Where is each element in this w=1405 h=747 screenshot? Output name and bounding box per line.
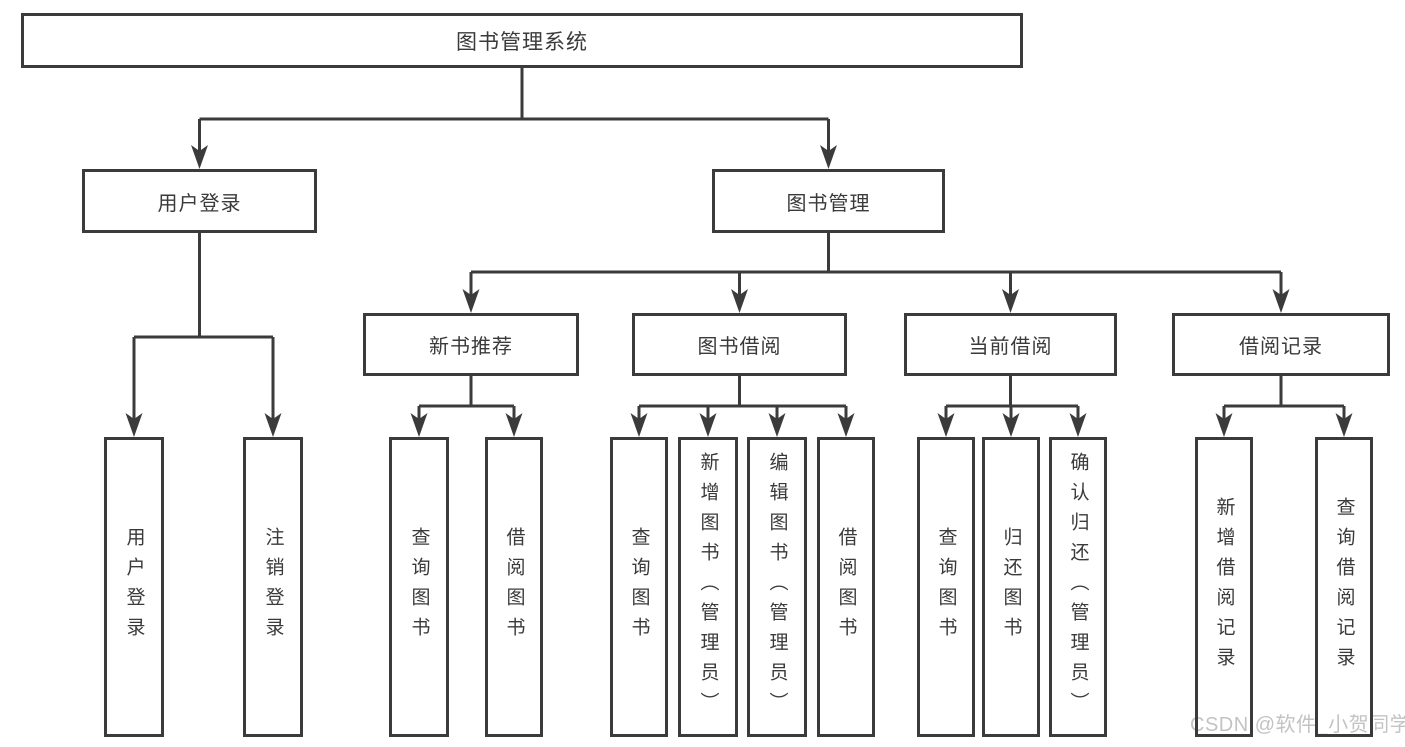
leaf-cb-return-books: 归还图书 (982, 437, 1040, 737)
leaf-br-add-record: 新增借阅记录 (1195, 437, 1253, 737)
node-user-login: 用户登录 (82, 169, 317, 233)
node-book-borrowing: 图书借阅 (632, 313, 847, 376)
leaf-bb-edit-books-admin: 编辑图书（管理员） (747, 437, 807, 737)
node-book-management: 图书管理 (712, 169, 945, 233)
node-root-system: 图书管理系统 (21, 13, 1023, 68)
leaf-user-login: 用户登录 (104, 437, 164, 737)
leaf-logout: 注销登录 (243, 437, 303, 737)
leaf-nbr-query-books: 查询图书 (389, 437, 449, 737)
csdn-watermark: CSDN @软件_小贺同学 (1190, 714, 1405, 736)
leaf-cb-query-books: 查询图书 (917, 437, 975, 737)
leaf-bb-borrow-books: 借阅图书 (817, 437, 875, 737)
node-borrow-records: 借阅记录 (1172, 313, 1390, 376)
leaf-br-query-record: 查询借阅记录 (1315, 437, 1373, 737)
node-current-borrowing: 当前借阅 (904, 313, 1117, 376)
leaf-bb-add-books-admin: 新增图书（管理员） (678, 437, 738, 737)
leaf-bb-query-books: 查询图书 (610, 437, 668, 737)
leaf-nbr-borrow-books: 借阅图书 (485, 437, 543, 737)
node-new-book-recommend: 新书推荐 (363, 313, 579, 376)
leaf-cb-confirm-return-admin: 确认归还（管理员） (1049, 437, 1107, 737)
